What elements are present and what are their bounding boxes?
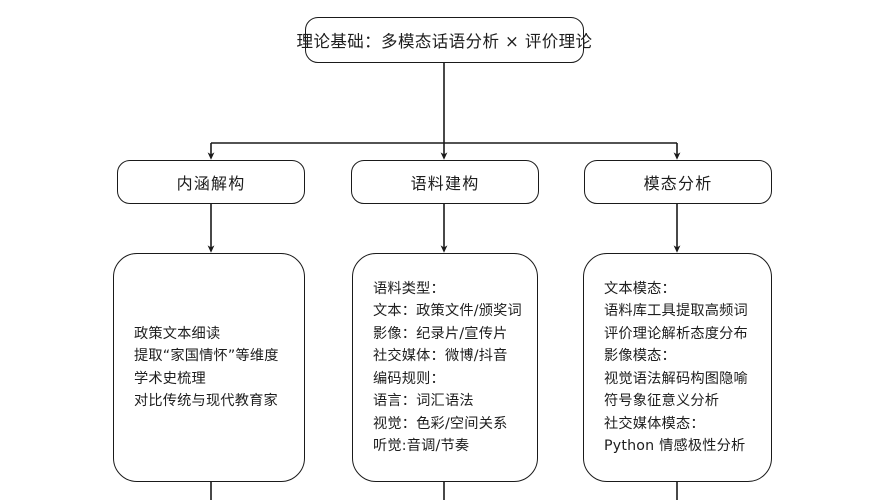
detail-3-line: 符号象征意义分析 — [604, 393, 720, 409]
detail-2-line: 听觉:音调/节奏 — [373, 438, 470, 454]
node-detail-connotation-deconstruction[interactable]: 政策文本细读 提取“家国情怀”等维度 学术史梳理 对比传统与现代教育家 — [113, 253, 305, 482]
node-theoretical-foundation-label: 理论基础：多模态话语分析 × 评价理论 — [296, 32, 593, 51]
detail-3-line: 语料库工具提取高频词 — [604, 303, 748, 319]
detail-1-line: 对比传统与现代教育家 — [134, 393, 278, 409]
node-detail-corpus-construction[interactable]: 语料类型： 文本：政策文件/颁奖词 影像：纪录片/宣传片 社交媒体：微博/抖音 … — [352, 253, 538, 482]
detail-3-line: Python 情感极性分析 — [604, 438, 746, 454]
detail-2-line: 编码规则： — [373, 370, 445, 387]
detail-2-line: 影像：纪录片/宣传片 — [373, 325, 508, 342]
detail-3-body: 文本模态： 语料库工具提取高频词 评价理论解析态度分布 影像模态： 视觉语法解码… — [584, 278, 771, 458]
detail-2-line: 社交媒体：微博/抖音 — [373, 348, 508, 364]
detail-3-line: 视觉语法解码构图隐喻 — [604, 370, 748, 387]
node-detail-modality-analysis[interactable]: 文本模态： 语料库工具提取高频词 评价理论解析态度分布 影像模态： 视觉语法解码… — [583, 253, 772, 482]
detail-2-line: 语料类型： — [373, 280, 445, 297]
node-theoretical-foundation[interactable]: 理论基础：多模态话语分析 × 评价理论 — [297, 17, 592, 63]
detail-2-body: 语料类型： 文本：政策文件/颁奖词 影像：纪录片/宣传片 社交媒体：微博/抖音 … — [353, 278, 537, 458]
detail-2-line: 文本：政策文件/颁奖词 — [373, 303, 522, 319]
node-branch-3-label: 模态分析 — [643, 174, 713, 193]
node-branch-corpus-construction[interactable]: 语料建构 — [351, 160, 539, 204]
detail-3-line: 文本模态： — [604, 280, 676, 297]
node-branch-1-label: 内涵解构 — [176, 174, 246, 193]
detail-1-line: 学术史梳理 — [134, 370, 206, 387]
node-branch-2-label: 语料建构 — [410, 174, 480, 193]
detail-1-body: 政策文本细读 提取“家国情怀”等维度 学术史梳理 对比传统与现代教育家 — [114, 323, 304, 413]
node-branch-connotation-deconstruction[interactable]: 内涵解构 — [117, 160, 305, 204]
node-branch-modality-analysis[interactable]: 模态分析 — [584, 160, 772, 204]
detail-2-line: 语言：词汇语法 — [373, 393, 474, 409]
detail-3-line: 影像模态： — [604, 348, 676, 364]
detail-3-line: 社交媒体模态： — [604, 415, 705, 432]
detail-2-line: 视觉：色彩/空间关系 — [373, 415, 508, 432]
detail-1-line: 提取“家国情怀”等维度 — [134, 348, 279, 364]
detail-3-line: 评价理论解析态度分布 — [604, 325, 748, 342]
detail-1-line: 政策文本细读 — [134, 325, 221, 342]
